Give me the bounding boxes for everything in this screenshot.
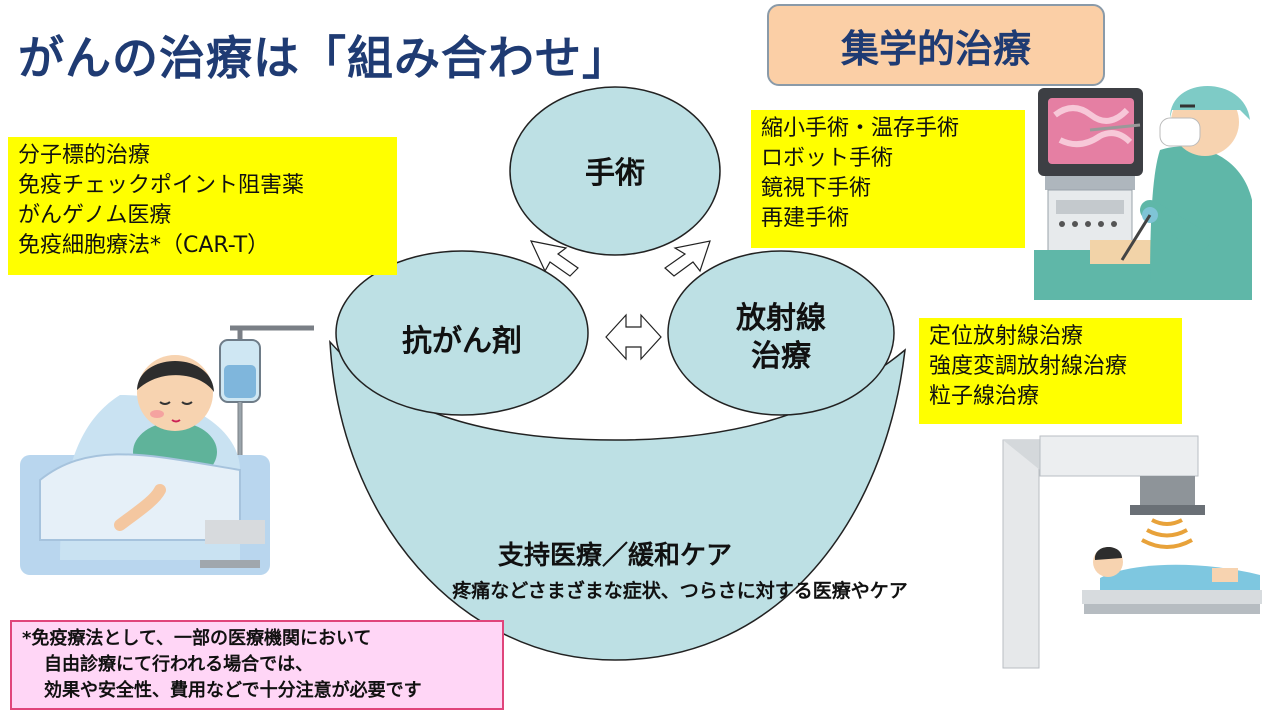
surgery-item: 再建手術 <box>761 206 850 231</box>
radiation-machine-illustration <box>1002 435 1262 669</box>
drug-circle <box>335 250 589 416</box>
support-care-crescent <box>329 339 906 661</box>
note-line: 自由診療にて行われる場合では、 <box>44 654 314 675</box>
drug-therapy-item: 免疫細胞療法*（CAR-T） <box>18 233 270 258</box>
radiation-therapy-list: 定位放射線治療 強度変調放射線治療 粒子線治療 <box>919 318 1182 424</box>
drug-therapy-item: 免疫チェックポイント阻害薬 <box>18 173 305 198</box>
note-line: 効果や安全性、費用などで十分注意が必要です <box>44 680 422 701</box>
surgery-item: 鏡視下手術 <box>761 176 872 201</box>
drug-therapy-item: がんゲノム医療 <box>18 203 172 228</box>
page-title: がんの治療は「組み合わせ」 <box>18 31 629 85</box>
drug-therapy-item: 分子標的治療 <box>18 143 151 168</box>
multidisciplinary-badge: 集学的治療 <box>767 4 1105 86</box>
drug-therapy-list: 分子標的治療 免疫チェックポイント阻害薬 がんゲノム医療 免疫細胞療法*（CAR… <box>8 137 397 275</box>
immunotherapy-note: *免疫療法として、一部の医療機関において 自由診療にて行われる場合では、 効果や… <box>10 620 504 710</box>
radiation-circle <box>667 250 895 416</box>
radiation-label-line1: 放射線 <box>736 301 826 336</box>
surgery-item: ロボット手術 <box>761 146 894 171</box>
patient-in-bed-illustration <box>20 325 314 575</box>
arrow-surgery-radiation <box>664 240 711 277</box>
surgery-item: 縮小手術・温存手術 <box>761 116 960 141</box>
surgery-circle <box>509 86 721 256</box>
support-care-subtitle: 疼痛などさまざまな症状、つらさに対する医療やケア <box>452 580 908 602</box>
surgery-label: 手術 <box>585 156 645 191</box>
arrow-drug-surgery <box>529 240 579 277</box>
support-care-title: 支持医療／緩和ケア <box>497 541 732 571</box>
radiation-label: 放射線 治療 <box>711 300 851 376</box>
radiation-therapy-item: 強度変調放射線治療 <box>929 354 1128 379</box>
surgery-list: 縮小手術・温存手術 ロボット手術 鏡視下手術 再建手術 <box>751 110 1025 248</box>
radiation-therapy-item: 粒子線治療 <box>929 384 1040 409</box>
note-line: *免疫療法として、一部の医療機関において <box>22 628 372 649</box>
radiation-label-line2: 治療 <box>751 339 811 374</box>
arrow-drug-radiation <box>605 313 662 361</box>
anticancer-drug-label: 抗がん剤 <box>402 324 522 359</box>
radiation-therapy-item: 定位放射線治療 <box>929 324 1084 349</box>
surgeon-illustration <box>1034 85 1252 300</box>
